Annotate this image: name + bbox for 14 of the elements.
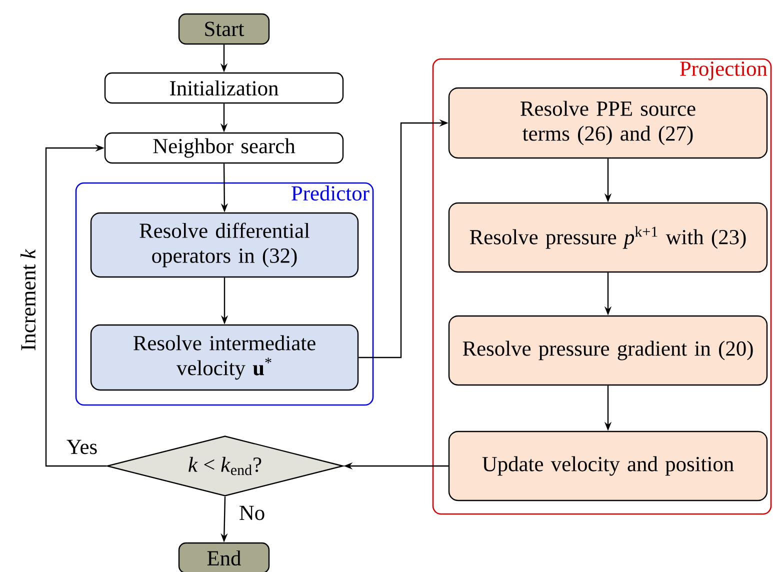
- edge-label: No: [238, 504, 266, 522]
- process-box: Resolve PPE source terms (26) and (27): [448, 87, 768, 159]
- edge-label: Yes: [65, 438, 99, 456]
- process-box: Resolve pressure p$^{k+1}$ with (23): [448, 202, 768, 273]
- process-box: Resolve pressure gradient in (20): [448, 315, 768, 386]
- process-box: Resolve intermediate velocity u$^{*}$: [90, 324, 359, 391]
- process-box: Neighbor search: [104, 132, 344, 164]
- terminal-box: Start: [178, 13, 270, 45]
- arrow: [45, 144, 106, 467]
- terminal-box: End: [178, 542, 270, 572]
- side-label: Increment k: [20, 249, 36, 350]
- process-box: Resolve differential operators in (32): [90, 212, 359, 278]
- process-box: Update velocity and position: [448, 430, 768, 502]
- process-box: Initialization: [104, 72, 344, 104]
